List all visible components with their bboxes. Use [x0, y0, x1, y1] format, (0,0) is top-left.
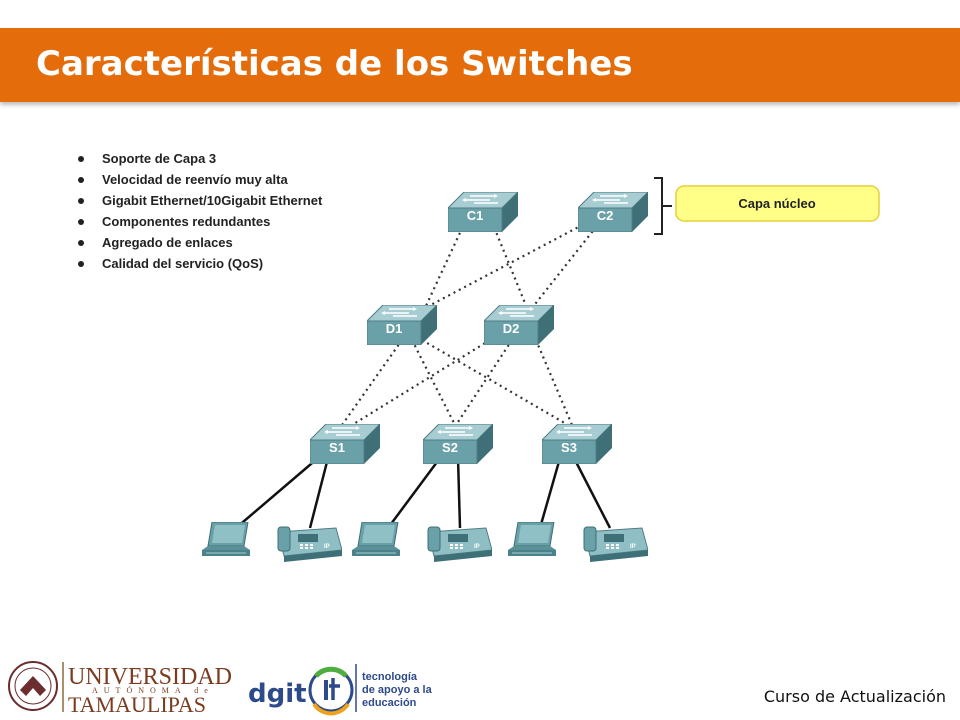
feature-item: Gigabit Ethernet/10Gigabit Ethernet: [78, 190, 322, 211]
feature-label: Agregado de enlaces: [102, 235, 233, 250]
core-layer-bracket: [654, 177, 672, 235]
bullet-icon: [78, 176, 84, 183]
switch-label: C2: [597, 208, 614, 223]
feature-item: Velocidad de reenvío muy alta: [78, 169, 322, 190]
laptop-icon: [508, 522, 557, 557]
access-switch-s3: S3: [542, 424, 612, 464]
feature-label: Soporte de Capa 3: [102, 151, 217, 166]
bullet-icon: [78, 239, 84, 246]
feature-list: Soporte de Capa 3 Velocidad de reenvío m…: [78, 148, 322, 274]
bullet-icon: [78, 197, 84, 204]
feature-label: Gigabit Ethernet/10Gigabit Ethernet: [102, 193, 323, 208]
ip-phone-icon: [583, 526, 648, 562]
switch-label: S2: [442, 440, 458, 455]
switch-label: D1: [386, 321, 403, 336]
feature-item: Agregado de enlaces: [78, 232, 322, 253]
course-label: Curso de Actualización: [763, 687, 946, 706]
laptop-icon: [202, 522, 251, 557]
access-switch-s2: S2: [423, 424, 493, 464]
feature-label: Velocidad de reenvío muy alta: [102, 172, 288, 187]
core-switch-c1: C1: [448, 192, 518, 232]
dgit-wordmark: dgit: [248, 679, 307, 709]
layer-callout: [675, 185, 880, 222]
bullet-icon: [78, 218, 84, 225]
distribution-switch-d1: D1: [367, 305, 437, 345]
dgit-tagline-line2: de apoyo a la: [362, 684, 433, 696]
page-title: Características de los Switches: [36, 44, 633, 84]
ip-phone-icon: [427, 526, 492, 562]
ip-phone-icon: [277, 526, 342, 562]
switch-label: D2: [503, 321, 520, 336]
feature-item: Soporte de Capa 3: [78, 148, 322, 169]
access-switch-s1: S1: [310, 424, 380, 464]
feature-label: Componentes redundantes: [102, 214, 271, 229]
title-bar: Características de los Switches: [0, 28, 960, 102]
university-name-line1: UNIVERSIDAD: [68, 664, 232, 690]
feature-item: Componentes redundantes: [78, 211, 322, 232]
university-name-line2: AUTÓNOMA de: [92, 685, 214, 695]
dgit-tagline-line1: tecnología: [362, 671, 418, 683]
dgit-tagline-line3: educación: [362, 697, 417, 709]
distribution-switch-d2: D2: [484, 305, 554, 345]
feature-item: Calidad del servicio (QoS): [78, 253, 322, 274]
switch-label: S3: [561, 440, 577, 455]
bullet-icon: [78, 260, 84, 267]
switch-label: C1: [467, 208, 484, 223]
university-logo: UNIVERSIDAD AUTÓNOMA de TAMAULIPAS: [8, 661, 232, 717]
access-links: [235, 457, 612, 529]
laptop-icon: [352, 522, 401, 557]
university-name-line3: TAMAULIPAS: [68, 692, 206, 717]
feature-label: Calidad del servicio (QoS): [102, 256, 264, 271]
core-switch-c2: C2: [578, 192, 648, 232]
layer-callout-label: Capa núcleo: [738, 196, 815, 211]
dgit-logo: dgit tecnología de apoyo a la educación: [248, 664, 433, 716]
switch-label: S1: [329, 440, 345, 455]
bullet-icon: [78, 155, 84, 162]
redundant-links: [341, 221, 601, 426]
